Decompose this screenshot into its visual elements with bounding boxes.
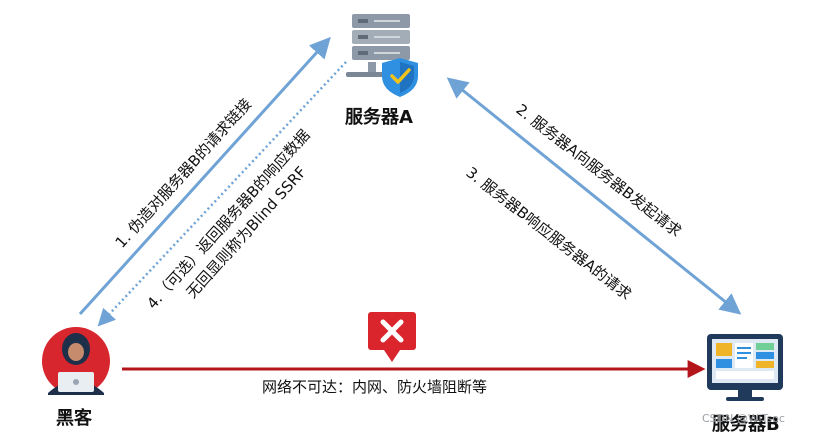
monitor-dashboard-icon xyxy=(707,334,783,401)
blocked-label: 网络不可达：内网、防火墙阻断等 xyxy=(262,376,487,397)
arrow-step4 xyxy=(100,62,346,324)
watermark: CSDN @WiTsoc xyxy=(702,412,785,425)
server-a-label: 服务器A xyxy=(345,103,413,129)
hacker-avatar-icon xyxy=(42,327,110,395)
hacker-label: 黑客 xyxy=(56,404,92,430)
blocked-x-icon xyxy=(368,312,416,362)
server-rack-shield-icon xyxy=(346,14,418,97)
